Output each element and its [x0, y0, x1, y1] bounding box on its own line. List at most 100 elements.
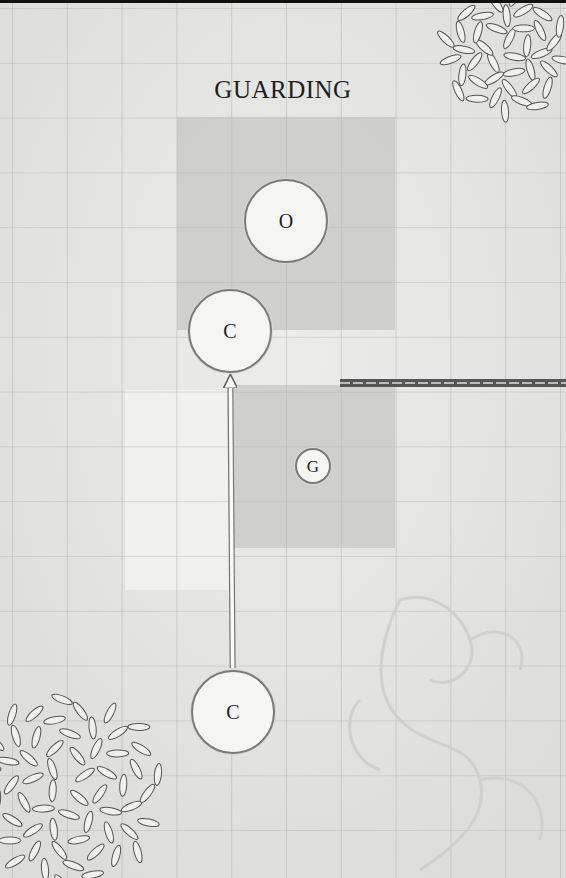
leaf	[102, 821, 115, 844]
leaf	[503, 67, 526, 78]
leaf	[6, 703, 19, 726]
map-title: GUARDING	[214, 76, 351, 104]
leaf	[18, 748, 39, 768]
leaf	[467, 73, 489, 91]
leaf	[58, 727, 81, 741]
creature-token: G	[295, 448, 331, 484]
leaf	[0, 765, 2, 779]
leaf	[49, 780, 57, 802]
leaf	[16, 791, 33, 814]
leaf	[81, 869, 104, 878]
leaf	[0, 788, 1, 811]
leaf	[436, 29, 457, 49]
leaf	[96, 764, 119, 781]
leaf	[137, 817, 160, 828]
leaf	[52, 873, 71, 878]
leaf	[119, 774, 128, 796]
leaf	[501, 100, 510, 122]
leaf	[131, 840, 143, 863]
leaf	[466, 95, 488, 102]
leaf	[57, 808, 80, 822]
leaf	[110, 844, 123, 867]
leaf	[85, 842, 106, 862]
leaf	[502, 5, 511, 28]
leaf	[512, 2, 534, 19]
leaf	[0, 732, 6, 752]
leaf	[524, 58, 537, 81]
leaf	[91, 783, 109, 805]
leaf	[523, 35, 532, 58]
leaf	[41, 858, 50, 878]
leaf	[32, 805, 54, 813]
leaf	[74, 766, 96, 784]
leaf	[119, 822, 140, 842]
leaf	[513, 25, 535, 32]
leaf	[68, 745, 87, 767]
leaf	[89, 737, 105, 760]
leaf	[69, 788, 90, 808]
leaf	[0, 756, 20, 767]
leaf	[46, 757, 59, 780]
leaf	[24, 704, 45, 724]
leaf	[439, 53, 462, 67]
leaf	[88, 717, 97, 740]
leaf	[51, 692, 74, 707]
leaf	[102, 702, 118, 725]
creature-token: C	[188, 289, 272, 373]
leaf	[4, 853, 26, 870]
leaf	[532, 19, 548, 42]
leaf	[9, 724, 22, 747]
leaf	[555, 15, 565, 38]
leaf	[27, 840, 43, 863]
leaf	[0, 837, 21, 844]
leaf	[107, 724, 129, 742]
leaf	[551, 54, 566, 65]
leaf	[452, 44, 475, 55]
leaf	[138, 782, 157, 804]
leaf	[62, 858, 85, 872]
dragon-watermark	[350, 597, 542, 870]
token-letter: O	[279, 211, 293, 231]
movement-arrow	[230, 377, 232, 668]
leaf	[128, 723, 150, 730]
leaf	[2, 774, 21, 796]
leaf	[22, 771, 45, 786]
leaf	[30, 726, 42, 749]
wall	[340, 379, 566, 387]
leaf	[43, 715, 66, 726]
leaf	[71, 700, 90, 722]
token-letter: G	[307, 458, 319, 475]
leaf	[153, 763, 162, 786]
leaf	[82, 810, 94, 833]
leaf	[107, 750, 129, 757]
leaf	[531, 5, 553, 23]
leaf	[120, 799, 143, 814]
arrow-outline	[230, 387, 232, 668]
leaf	[50, 840, 69, 862]
leaf	[456, 3, 477, 23]
leaf	[99, 806, 122, 816]
leaf	[130, 740, 152, 758]
token-letter: C	[223, 321, 236, 341]
leaf	[458, 64, 467, 87]
creature-token: O	[244, 179, 328, 263]
leaf	[541, 76, 554, 99]
leaf	[67, 834, 90, 845]
leaf	[128, 758, 144, 781]
leaf	[454, 20, 466, 43]
leaf	[22, 822, 44, 840]
creature-token: C	[191, 670, 275, 754]
leaf	[471, 11, 494, 22]
token-letter: C	[226, 702, 239, 722]
leaf	[526, 101, 549, 111]
top-rule	[0, 0, 566, 3]
leaf	[503, 51, 526, 62]
leaf	[45, 738, 66, 758]
leaf	[520, 76, 541, 96]
leaf	[451, 79, 467, 102]
